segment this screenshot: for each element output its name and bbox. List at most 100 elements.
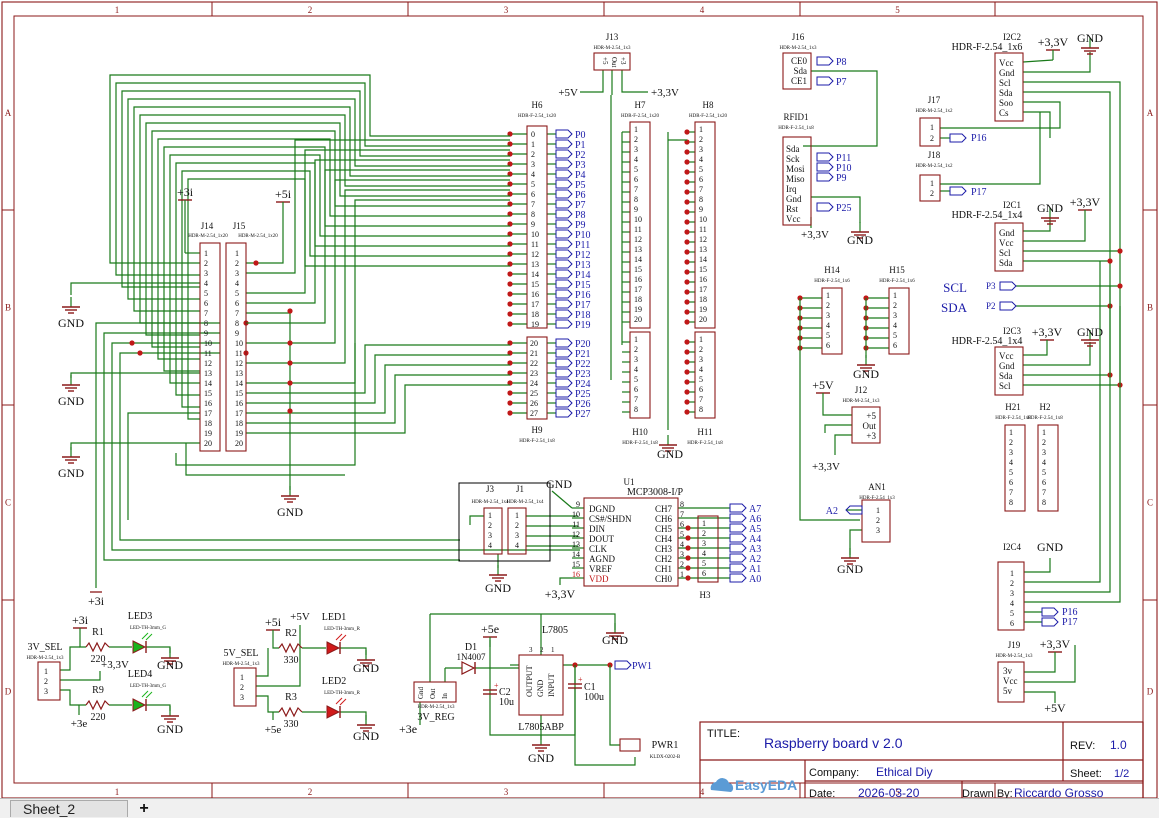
junction-dot [685, 545, 691, 551]
h11-body [694, 331, 716, 419]
pin-label: Out [429, 688, 437, 699]
pin-label: CH5 [655, 524, 673, 534]
net-port [555, 209, 573, 219]
junction-dot [253, 260, 259, 266]
pin-label: 14 [531, 270, 539, 279]
pin-label: 10 [531, 230, 539, 239]
junction-dot [507, 131, 513, 137]
pin-label: 3 [876, 526, 880, 535]
tab-sheet-2[interactable]: Sheet_2 [10, 800, 128, 817]
pin-label: Gnd [999, 361, 1015, 371]
wire [103, 332, 460, 561]
net-label: SDA [941, 300, 968, 315]
net-port-label: A2 [826, 506, 838, 517]
pin-label: Vcc [999, 58, 1014, 68]
pin-label: OUTPUT [525, 665, 534, 697]
gnd-label: GND [847, 233, 873, 247]
footprint: LED-TH-3mm_G [130, 626, 166, 631]
pin-label: 6 [893, 341, 897, 350]
pin-label: 10 [699, 215, 707, 224]
gnd-label: GND [157, 722, 183, 736]
wires [60, 52, 1123, 766]
power-label: +3,3V [1070, 195, 1101, 209]
wire [70, 372, 200, 378]
pin-label: 2 [699, 135, 703, 144]
junction-dot [287, 308, 293, 314]
net-port-label: P1 [575, 140, 586, 151]
net-port-label: P6 [575, 190, 586, 201]
footprint: HDR-F-2.54_1x8 [1027, 416, 1063, 421]
pin-label: 8 [634, 195, 638, 204]
led-body [132, 640, 147, 654]
border-col-label: 5 [895, 787, 900, 797]
wire [111, 342, 580, 551]
ref-designator: U1 [624, 477, 635, 487]
junction-dot [684, 409, 690, 415]
pin-label: 17 [634, 285, 642, 294]
wire [175, 343, 356, 466]
pin-number: 7 [680, 510, 684, 519]
junction-dot [507, 151, 513, 157]
pin-label: 3 [204, 269, 208, 278]
wire [621, 70, 648, 93]
net-port [555, 219, 573, 229]
pin-label: 2 [240, 683, 244, 692]
wire [146, 646, 171, 653]
pin-label: 5 [531, 180, 535, 189]
net-port-label: P7 [575, 200, 586, 211]
wire [141, 690, 149, 698]
inner-frame [13, 15, 1144, 784]
junction-dot [507, 370, 513, 376]
pin-label: 1 [702, 519, 706, 528]
pin-number: 13 [572, 540, 580, 549]
wire [1024, 558, 1051, 573]
pin-label: 3 [634, 355, 638, 364]
junction-dot [287, 340, 293, 346]
add-sheet-button[interactable]: + [139, 800, 149, 817]
junction-dot [684, 209, 690, 215]
wire [335, 697, 343, 705]
wire [799, 298, 860, 521]
pin-label: 6 [1042, 478, 1046, 487]
pin-label: 18 [634, 295, 642, 304]
ref-designator: J13 [606, 32, 619, 42]
date-label: Date: [809, 788, 835, 800]
h8-body [694, 121, 716, 329]
junction-dot [1117, 248, 1123, 254]
power-label: +5i [265, 615, 282, 629]
footprint: HDR-F-2.54_1x8 [519, 439, 555, 444]
net-port [555, 249, 573, 259]
wire [70, 442, 200, 450]
net-port [555, 279, 573, 289]
junction-dot [684, 189, 690, 195]
junction-dot [684, 249, 690, 255]
power-label: +5V [1044, 701, 1066, 715]
gnd-label: GND [1037, 540, 1063, 554]
wire [335, 633, 343, 641]
pin-label: 6 [634, 385, 638, 394]
pin-label: 5 [634, 165, 638, 174]
pin-label: 23 [530, 369, 538, 378]
pin-label: CH4 [655, 534, 673, 544]
title-value: Raspberry board v 2.0 [764, 735, 903, 751]
pin-label: 26 [530, 399, 538, 408]
junction-dot [684, 279, 690, 285]
wire [146, 704, 171, 711]
wire [256, 648, 269, 677]
wire [246, 354, 510, 404]
wire [246, 159, 510, 304]
footprint: HDR-M-2.54_1x3 [417, 705, 455, 710]
net-port-label: P17 [971, 187, 987, 198]
part-value: 1N4007 [457, 652, 486, 662]
net-port [555, 269, 573, 279]
junction-dot [507, 360, 513, 366]
pin-label: DIN [589, 524, 605, 534]
net-port [816, 76, 834, 86]
net-port-label: P25 [575, 389, 591, 400]
pin-label: 24 [530, 379, 538, 388]
gnd-label: GND [58, 316, 84, 330]
junction-dot [507, 340, 513, 346]
pin-label: Scl [999, 78, 1011, 88]
pin-label: CH6 [655, 514, 673, 524]
